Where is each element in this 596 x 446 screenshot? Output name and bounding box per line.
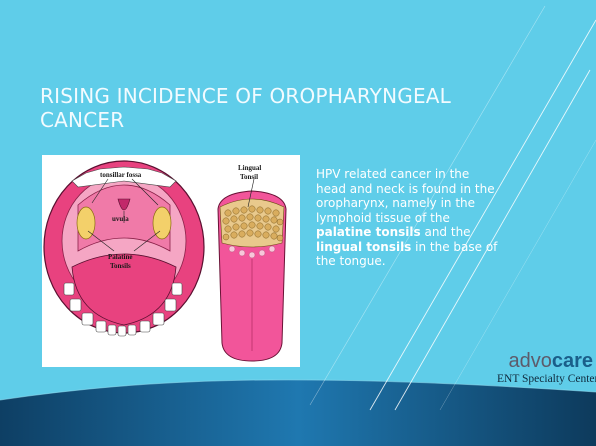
- label-palatine-line2: Tonsils: [110, 262, 131, 270]
- slide-body-text: HPV related cancer in the head and neck …: [316, 167, 498, 269]
- label-lingual-line2: Tonsil: [240, 173, 258, 181]
- label-palatine-line1: Palatine: [108, 253, 133, 261]
- body-text-palatine-tonsils: palatine tonsils: [316, 225, 421, 239]
- logo-word-care: care: [552, 350, 593, 372]
- slide-title: RISING INCIDENCE OF OROPHARYNGEAL CANCER: [40, 84, 510, 132]
- body-text-part1: HPV related cancer in the head and neck …: [316, 167, 495, 225]
- advocare-logo: advocare ENT Specialty Center: [497, 350, 593, 385]
- logo-subtitle: ENT Specialty Center: [497, 373, 593, 385]
- label-tonsillar-fossa: tonsillar fossa: [100, 171, 142, 179]
- label-lingual-line1: Lingual: [238, 164, 261, 172]
- body-text-lingual-tonsils: lingual tonsils: [316, 240, 411, 254]
- oral-anatomy-illustration: tonsillar fossa uvula Palatine Tonsils: [42, 155, 300, 367]
- label-uvula: uvula: [112, 215, 129, 223]
- logo-word-advo: advo: [508, 350, 551, 372]
- logo-wordmark: advocare: [497, 350, 593, 372]
- body-text-part2: and the: [421, 225, 471, 239]
